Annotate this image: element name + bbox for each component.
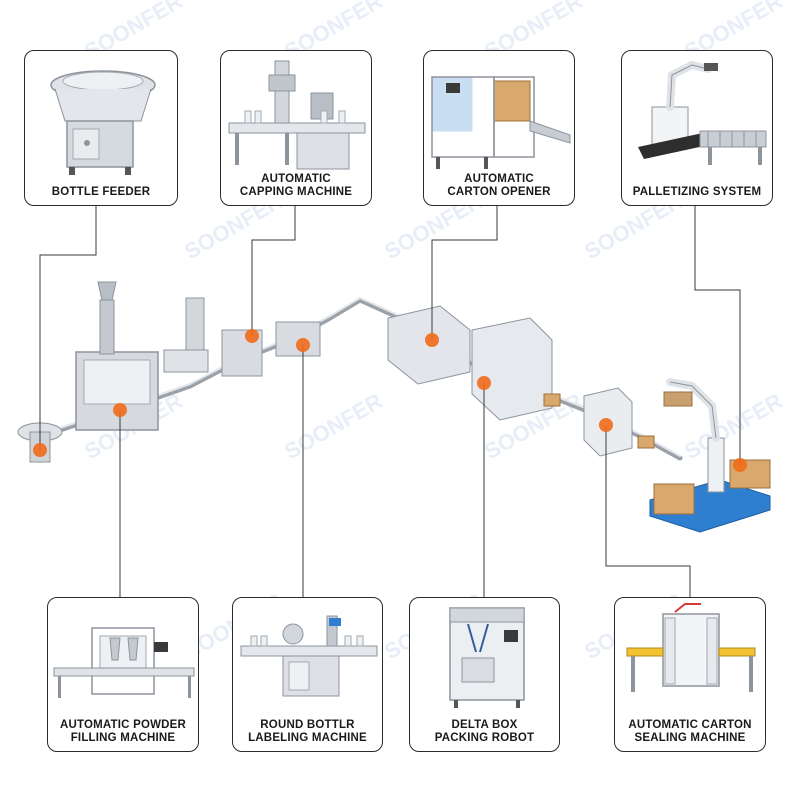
labeling-machine-icon	[240, 615, 378, 697]
station-marker	[477, 376, 491, 390]
machine-label: AUTOMATIC CARTON OPENER	[447, 173, 551, 198]
station-marker	[296, 338, 310, 352]
station-marker	[245, 329, 259, 343]
station-marker	[33, 443, 47, 457]
watermark-text: SOONFER	[680, 388, 787, 464]
card-delta-robot: DELTA BOX PACKING ROBOT	[409, 597, 560, 752]
machine-label: AUTOMATIC CARTON SEALING MACHINE	[628, 719, 752, 744]
robot-arm-icon	[638, 60, 767, 165]
carton-sealer-icon	[626, 603, 756, 692]
line-carton-opener	[387, 305, 553, 421]
station-marker	[599, 418, 613, 432]
machine-label: AUTOMATIC CAPPING MACHINE	[239, 173, 353, 198]
filling-machine-icon	[53, 627, 195, 698]
station-marker	[113, 403, 127, 417]
machine-label: AUTOMATIC POWDER FILLING MACHINE	[59, 719, 187, 744]
card-carton-opener: AUTOMATIC CARTON OPENER	[423, 50, 575, 206]
card-labeling: ROUND BOTTLR LABELING MACHINE	[232, 597, 383, 752]
card-bottle-feeder: BOTTLE FEEDER	[24, 50, 178, 206]
card-powder-filling: AUTOMATIC POWDER FILLING MACHINE	[47, 597, 199, 752]
connector-lines	[39, 206, 741, 598]
station-marker	[733, 458, 747, 472]
line-capper	[163, 297, 321, 377]
machine-label: DELTA BOX PACKING ROBOT	[434, 719, 535, 744]
line-powder-filler	[75, 281, 159, 431]
card-carton-sealing: AUTOMATIC CARTON SEALING MACHINE	[614, 597, 766, 752]
station-markers	[33, 329, 747, 472]
machine-label: BOTTLE FEEDER	[51, 186, 151, 198]
carton-opener-icon	[431, 76, 571, 169]
delta-robot-icon	[449, 607, 525, 708]
station-marker	[425, 333, 439, 347]
card-palletizing: PALLETIZING SYSTEM	[621, 50, 773, 206]
machine-label: ROUND BOTTLR LABELING MACHINE	[248, 719, 367, 744]
card-capping: AUTOMATIC CAPPING MACHINE	[220, 50, 372, 206]
watermark-text: SOONFER	[280, 388, 387, 464]
rotary-table-icon	[50, 70, 156, 175]
capping-machine-icon	[228, 60, 366, 170]
machine-label: PALLETIZING SYSTEM	[632, 186, 762, 198]
line-palletizer	[649, 378, 771, 533]
